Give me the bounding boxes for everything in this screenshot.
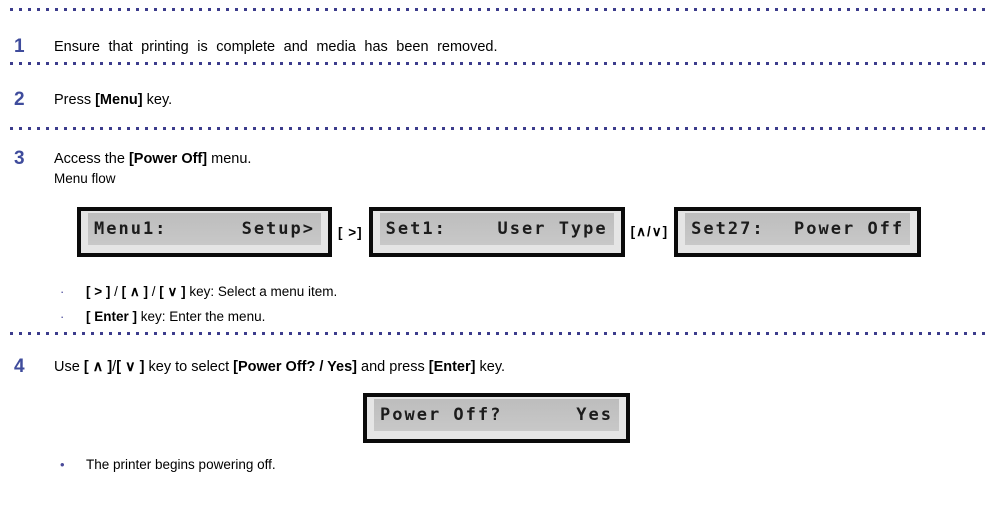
step-number: 1: [14, 36, 25, 57]
step-number: 4: [14, 356, 25, 377]
bullet-item-powering-off: • The printer begins powering off.: [60, 456, 1007, 474]
key-name: [Power Off? / Yes]: [233, 359, 357, 375]
lcd-display-menu1: Menu1: Setup>: [77, 207, 332, 257]
step-text-segment: key.: [142, 92, 173, 108]
lcd-text-right: User Type: [497, 219, 608, 239]
step-text-segment: /: [112, 359, 117, 375]
step-number: 2: [14, 89, 25, 110]
step-text: Press [Menu] key.: [54, 90, 172, 110]
step-text-segment: key.: [475, 359, 506, 375]
lcd-bezel: Power Off? Yes: [367, 397, 626, 439]
step-1: 1 Ensure that printing is complete and m…: [0, 37, 1007, 57]
lcd-text-left: Set27:: [691, 219, 765, 239]
key-name: [ ∧ ]: [121, 284, 149, 299]
bullet-dot: ·: [60, 284, 65, 299]
step-text-segment: and press: [357, 359, 429, 375]
lcd-text-left: Set1:: [385, 219, 447, 239]
bullet-text-segment: /: [110, 284, 122, 299]
step-text-segment: key to select: [144, 359, 234, 375]
bullet-text-segment: key: Select a menu item.: [185, 284, 338, 299]
confirmation-display-row: Power Off? Yes: [363, 393, 1007, 443]
lcd-display-power-off-confirm: Power Off? Yes: [363, 393, 630, 443]
lcd-text-right: Yes: [576, 405, 613, 425]
bullet-dot: •: [60, 457, 65, 472]
lcd-text-line: Set1: User Type: [380, 213, 614, 245]
lcd-text-right: Setup>: [241, 219, 315, 239]
bullet-item-select-keys: · [ > ] / [ ∧ ] / [ ∨ ] key: Select a me…: [60, 283, 1007, 301]
bullet-text: [ > ] / [ ∧ ] / [ ∨ ] key: Select a menu…: [86, 283, 337, 301]
separator-dotted-line: [10, 8, 991, 11]
step-text-segment: Use: [54, 359, 84, 375]
key-name: [ ∨ ]: [116, 359, 145, 375]
bullet-dot: ·: [60, 309, 65, 324]
bullet-item-enter-key: · [ Enter ] key: Enter the menu.: [60, 308, 1007, 326]
step-text-block: Access the [Power Off] menu. Menu flow: [54, 149, 251, 188]
lcd-display-set1: Set1: User Type: [368, 207, 625, 257]
key-up-down-label: [∧/∨]: [630, 224, 669, 239]
step-2: 2 Press [Menu] key.: [0, 90, 1007, 110]
menu-flow-label: Menu flow: [54, 171, 116, 186]
key-name: [ > ]: [86, 284, 111, 299]
separator-dotted-line: [10, 332, 991, 335]
lcd-text-left: Menu1:: [94, 219, 168, 239]
key-name: [Menu]: [95, 92, 143, 108]
lcd-bezel: Menu1: Setup>: [81, 211, 328, 253]
lcd-bezel: Set27: Power Off: [678, 211, 918, 253]
separator-dotted-line: [10, 127, 991, 130]
step-text-segment: Access the: [54, 151, 129, 167]
bullet-text: [ Enter ] key: Enter the menu.: [86, 308, 265, 326]
key-name: [ ∧ ]: [83, 359, 113, 375]
step-text-segment: Press: [54, 92, 96, 108]
key-name: [Enter]: [428, 359, 476, 375]
bullet-text: The printer begins powering off.: [86, 457, 276, 472]
key-name: [ ∨ ]: [159, 284, 186, 299]
lcd-display-set27: Set27: Power Off: [674, 207, 922, 257]
step-text: Access the [Power Off] menu.: [54, 149, 251, 169]
menu-flow-diagram: Menu1: Setup> [ >] Set1: User Type [∧/∨]…: [77, 207, 1007, 257]
lcd-text-left: Power Off?: [380, 405, 503, 425]
lcd-text-line: Power Off? Yes: [374, 399, 619, 431]
bullet-text-segment: /: [148, 284, 160, 299]
lcd-text-line: Set27: Power Off: [685, 213, 910, 245]
key-name: [Power Off]: [128, 151, 208, 167]
key-arrow-right-label: [ >]: [338, 224, 363, 240]
step-text: Ensure that printing is complete and med…: [54, 39, 498, 55]
lcd-text-line: Menu1: Setup>: [88, 213, 321, 245]
bullet-text-segment: key: Enter the menu.: [137, 309, 266, 324]
step-3: 3 Access the [Power Off] menu. Menu flow: [0, 149, 1007, 188]
separator-dotted-line: [10, 62, 991, 65]
manual-page: 1 Ensure that printing is complete and m…: [0, 8, 1007, 513]
key-name: [ Enter ]: [86, 309, 138, 324]
step-text-segment: menu.: [207, 151, 252, 167]
step-text: Use [ ∧ ]/[ ∨ ] key to select [Power Off…: [54, 357, 505, 377]
step-4: 4 Use [ ∧ ]/[ ∨ ] key to select [Power O…: [0, 357, 1007, 377]
lcd-text-right: Power Off: [794, 219, 905, 239]
step-number: 3: [14, 148, 25, 169]
lcd-bezel: Set1: User Type: [372, 211, 621, 253]
